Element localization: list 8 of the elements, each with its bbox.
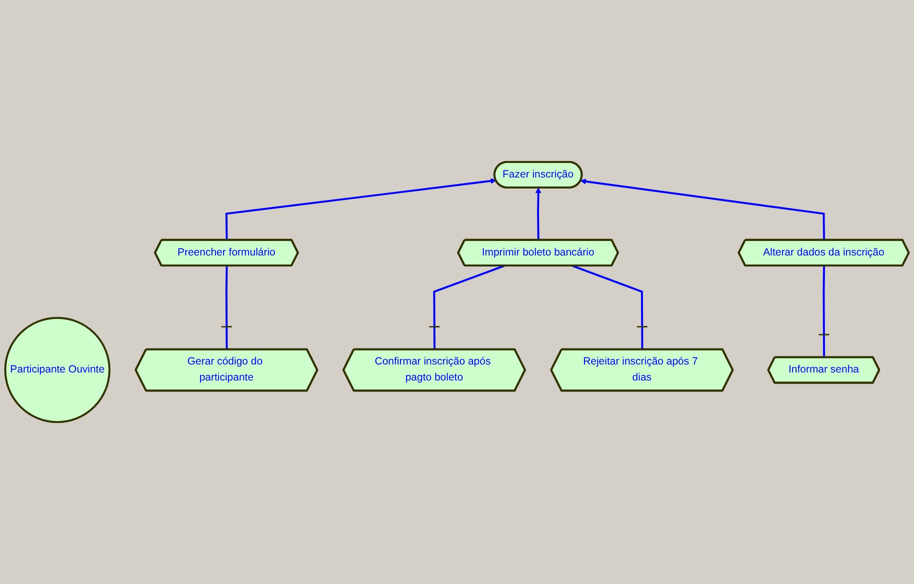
arrow [225, 178, 496, 240]
node-circle: Participante Ouvinte [4, 316, 110, 424]
connector [818, 266, 830, 358]
connector [220, 266, 233, 350]
arrow [535, 188, 542, 240]
connector [572, 264, 648, 350]
connector [428, 264, 505, 350]
arrow [580, 178, 826, 240]
